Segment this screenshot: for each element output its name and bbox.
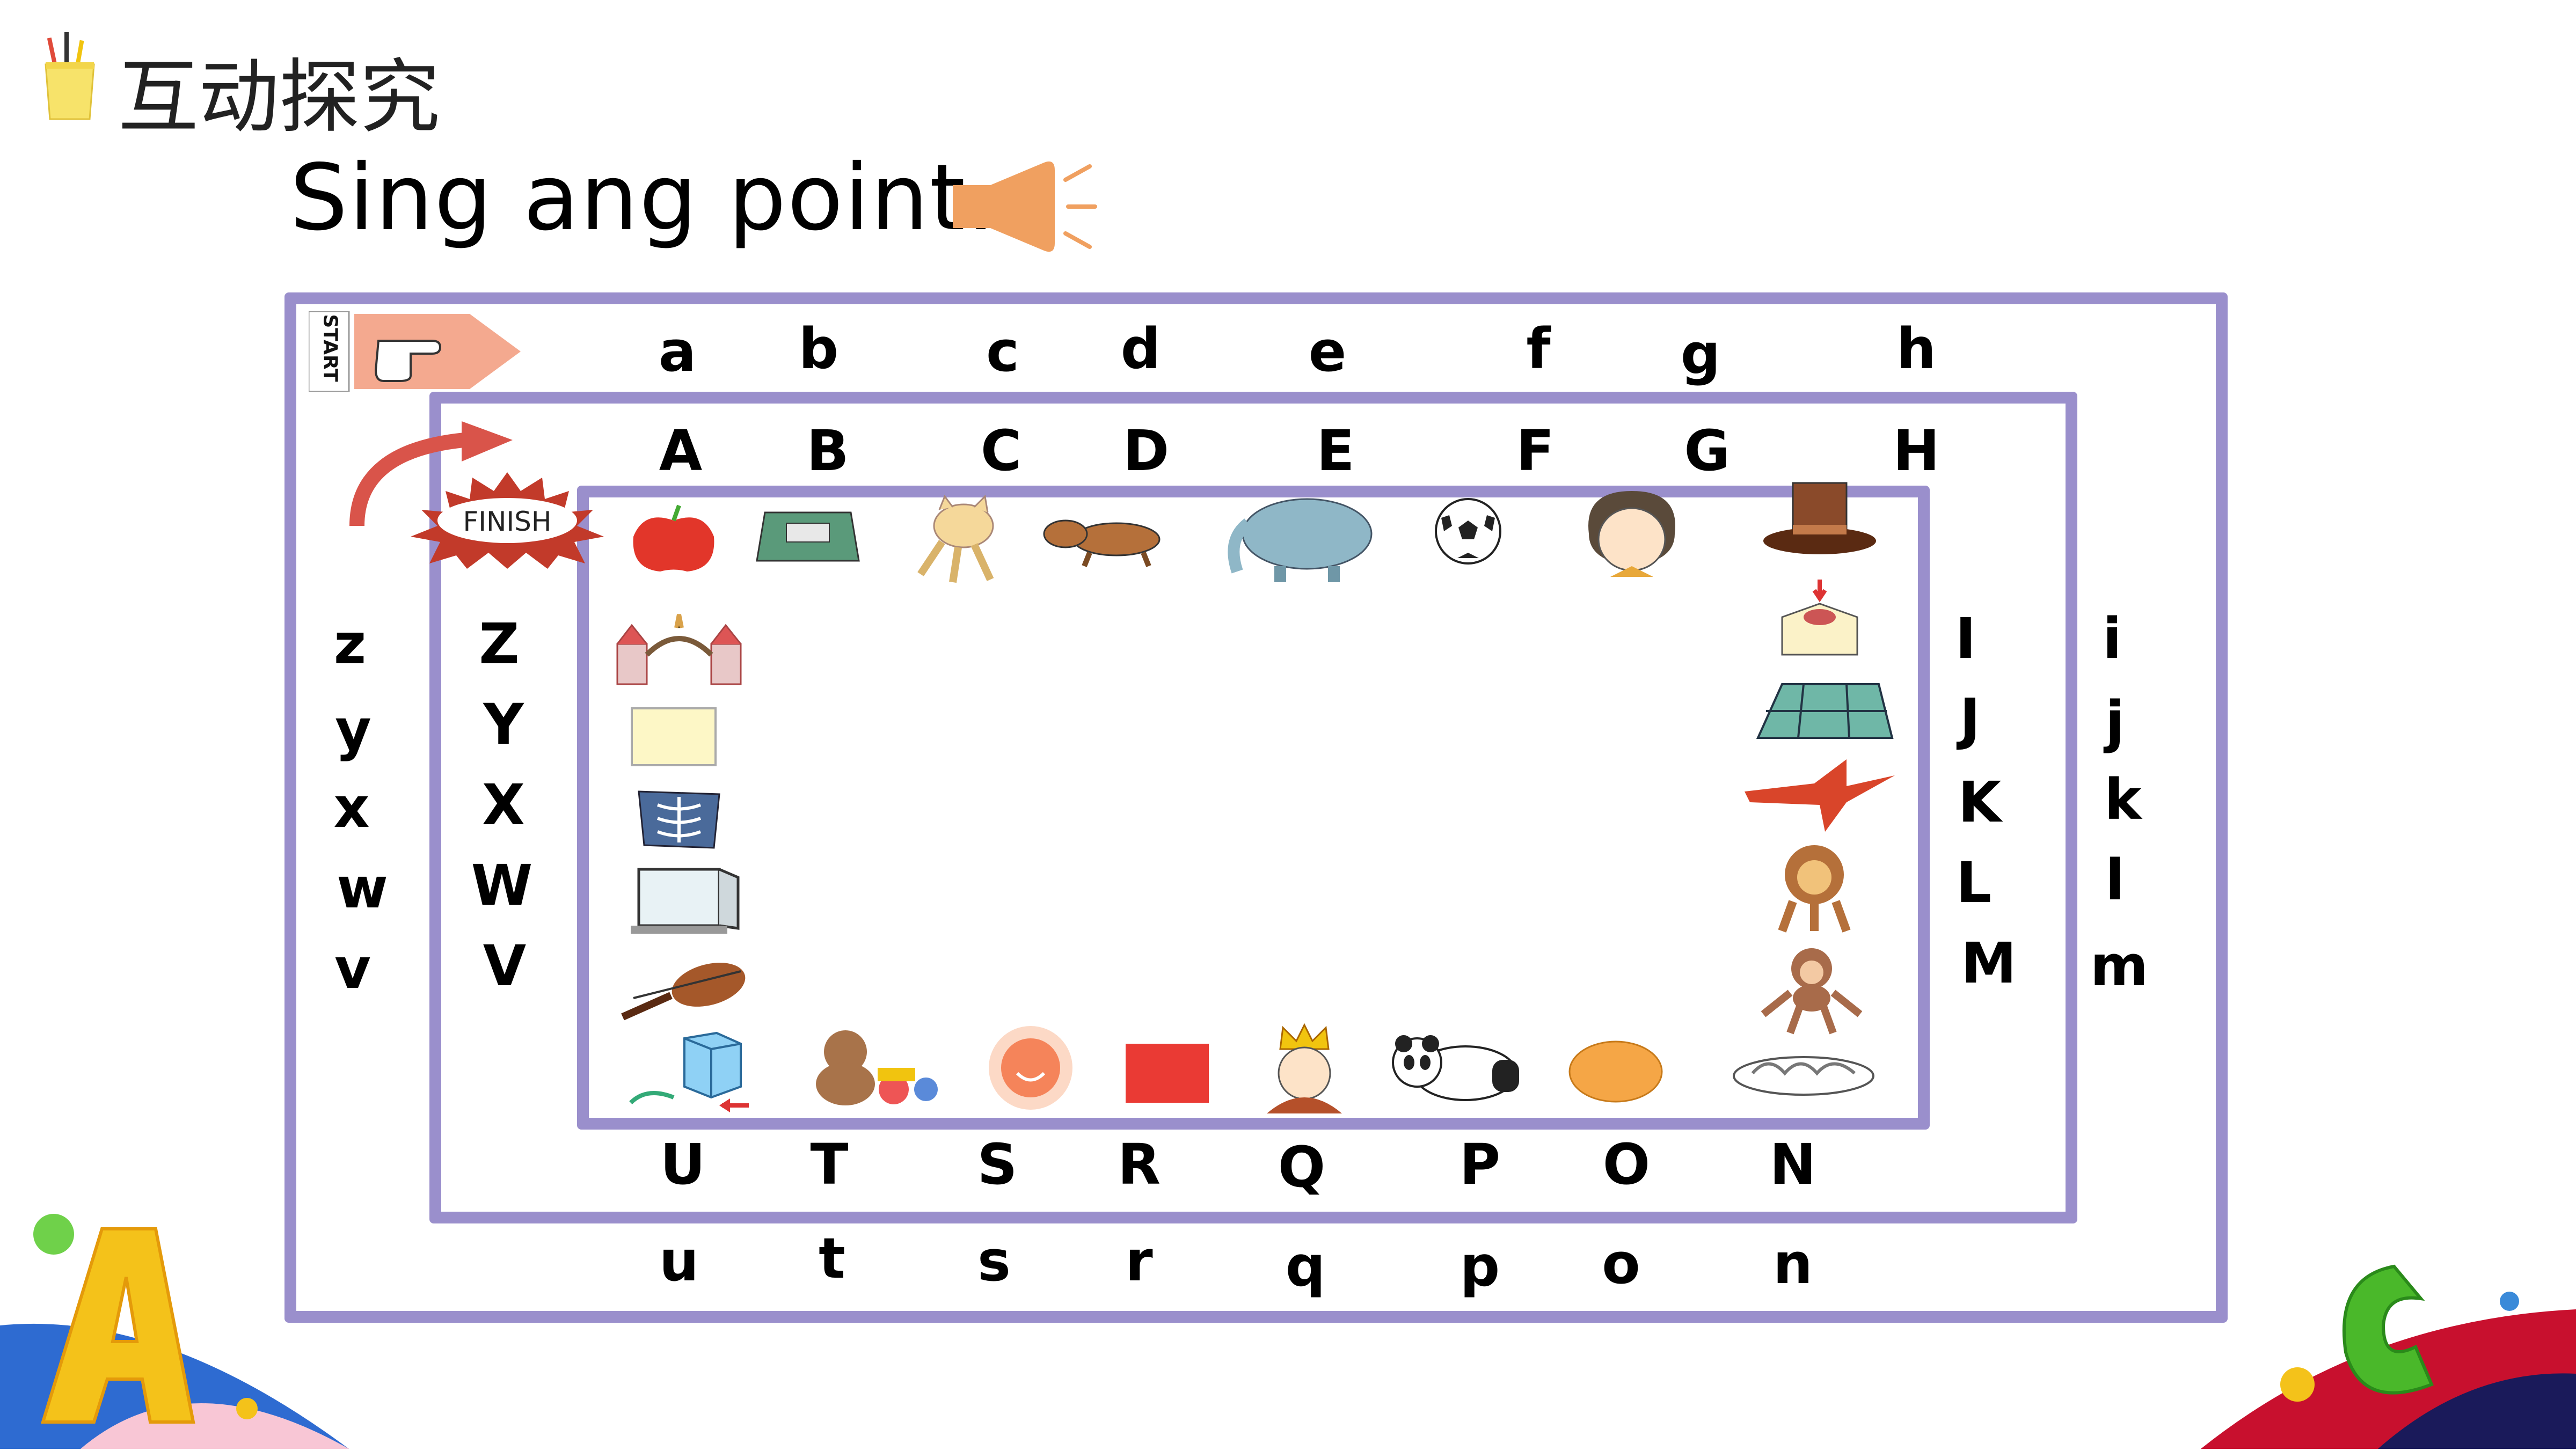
uppercase-A: A bbox=[659, 418, 703, 483]
uppercase-H: H bbox=[1893, 418, 1940, 483]
lowercase-s: s bbox=[977, 1228, 1011, 1294]
lowercase-w: w bbox=[336, 855, 389, 921]
inner-track bbox=[577, 486, 1930, 1130]
lowercase-k: k bbox=[2104, 767, 2142, 832]
uppercase-O: O bbox=[1602, 1132, 1651, 1197]
lowercase-e: e bbox=[1308, 319, 1347, 384]
red-square-icon bbox=[1126, 1044, 1209, 1103]
uppercase-Y: Y bbox=[483, 692, 524, 757]
ice-cream-box-icon bbox=[1771, 580, 1868, 660]
lowercase-b: b bbox=[798, 316, 839, 382]
lowercase-j: j bbox=[2105, 689, 2125, 754]
lowercase-p: p bbox=[1460, 1234, 1500, 1299]
uppercase-E: E bbox=[1316, 418, 1355, 483]
curved-arrow-icon bbox=[341, 419, 518, 531]
toy-icon bbox=[797, 1025, 953, 1111]
book-icon bbox=[754, 507, 862, 569]
girl-icon bbox=[1573, 486, 1691, 588]
lowercase-g: g bbox=[1680, 321, 1721, 387]
hat-icon bbox=[1761, 478, 1879, 558]
uppercase-Z: Z bbox=[479, 611, 520, 677]
dog-icon bbox=[1041, 510, 1176, 569]
uppercase-G: G bbox=[1684, 418, 1730, 483]
lowercase-u: u bbox=[659, 1228, 699, 1294]
uppercase-K: K bbox=[1958, 770, 2002, 835]
apple-icon bbox=[623, 504, 725, 574]
uppercase-W: W bbox=[471, 853, 533, 918]
violin-icon bbox=[617, 955, 751, 1025]
lowercase-n: n bbox=[1772, 1231, 1813, 1296]
letter-c-decoration bbox=[2201, 1234, 2576, 1449]
ufo-icon bbox=[625, 1028, 765, 1113]
uppercase-S: S bbox=[977, 1132, 1018, 1197]
window-icon bbox=[628, 864, 746, 939]
panda-icon bbox=[1385, 1033, 1524, 1105]
cat-icon bbox=[899, 494, 1017, 585]
speaker-icon[interactable] bbox=[953, 158, 1103, 255]
page-title: 互动探究 bbox=[118, 51, 441, 144]
uppercase-B: B bbox=[806, 418, 849, 483]
noodles-icon bbox=[1731, 1044, 1876, 1097]
football-icon bbox=[1425, 496, 1511, 566]
uppercase-M: M bbox=[1961, 930, 2017, 996]
lowercase-r: r bbox=[1125, 1228, 1153, 1294]
yellow-square-icon bbox=[631, 707, 717, 766]
uppercase-J: J bbox=[1959, 686, 1981, 752]
uppercase-F: F bbox=[1516, 418, 1555, 483]
start-sign: START bbox=[308, 310, 523, 393]
finish-sign: FINISH bbox=[408, 472, 607, 569]
finish-label: FINISH bbox=[463, 506, 552, 537]
lowercase-d: d bbox=[1120, 316, 1161, 382]
sun-icon bbox=[974, 1022, 1087, 1113]
lowercase-c: c bbox=[986, 319, 1019, 384]
start-label: START bbox=[319, 314, 341, 382]
uppercase-N: N bbox=[1769, 1132, 1816, 1197]
middle-track bbox=[429, 392, 2077, 1223]
kite-icon bbox=[1739, 759, 1900, 834]
lowercase-z: z bbox=[333, 611, 367, 677]
monkey-icon bbox=[1753, 944, 1871, 1036]
uppercase-I: I bbox=[1955, 606, 1976, 671]
uppercase-T: T bbox=[810, 1132, 849, 1197]
lowercase-y: y bbox=[335, 697, 371, 763]
outer-track bbox=[284, 292, 2228, 1323]
queen-icon bbox=[1251, 1022, 1358, 1116]
lowercase-m: m bbox=[2090, 933, 2149, 999]
uppercase-P: P bbox=[1459, 1132, 1501, 1197]
lowercase-q: q bbox=[1285, 1234, 1326, 1299]
lowercase-o: o bbox=[1602, 1231, 1640, 1296]
uppercase-U: U bbox=[660, 1132, 706, 1197]
uppercase-D: D bbox=[1122, 418, 1170, 483]
lowercase-t: t bbox=[819, 1226, 845, 1291]
lowercase-x: x bbox=[333, 775, 370, 840]
orange-icon bbox=[1567, 1038, 1664, 1103]
jigsaw-icon bbox=[1755, 679, 1895, 743]
uppercase-C: C bbox=[980, 418, 1022, 483]
lowercase-h: h bbox=[1896, 316, 1937, 382]
elephant-icon bbox=[1216, 491, 1388, 582]
lowercase-f: f bbox=[1526, 316, 1551, 382]
lowercase-a: a bbox=[658, 319, 697, 384]
lowercase-v: v bbox=[334, 936, 371, 1001]
uppercase-L: L bbox=[1955, 850, 1992, 915]
letter-a-decoration bbox=[0, 1197, 376, 1449]
lowercase-l: l bbox=[2105, 847, 2125, 913]
pencil-cup-icon bbox=[40, 27, 99, 123]
lowercase-i: i bbox=[2103, 606, 2122, 671]
uppercase-V: V bbox=[483, 933, 527, 999]
uppercase-R: R bbox=[1117, 1132, 1161, 1197]
x-ray-icon bbox=[633, 786, 725, 851]
uppercase-Q: Q bbox=[1278, 1134, 1326, 1200]
lion-icon bbox=[1761, 842, 1868, 934]
uppercase-X: X bbox=[481, 772, 526, 838]
zoo-icon bbox=[612, 612, 746, 687]
instruction-text: Sing ang point. bbox=[290, 145, 997, 251]
